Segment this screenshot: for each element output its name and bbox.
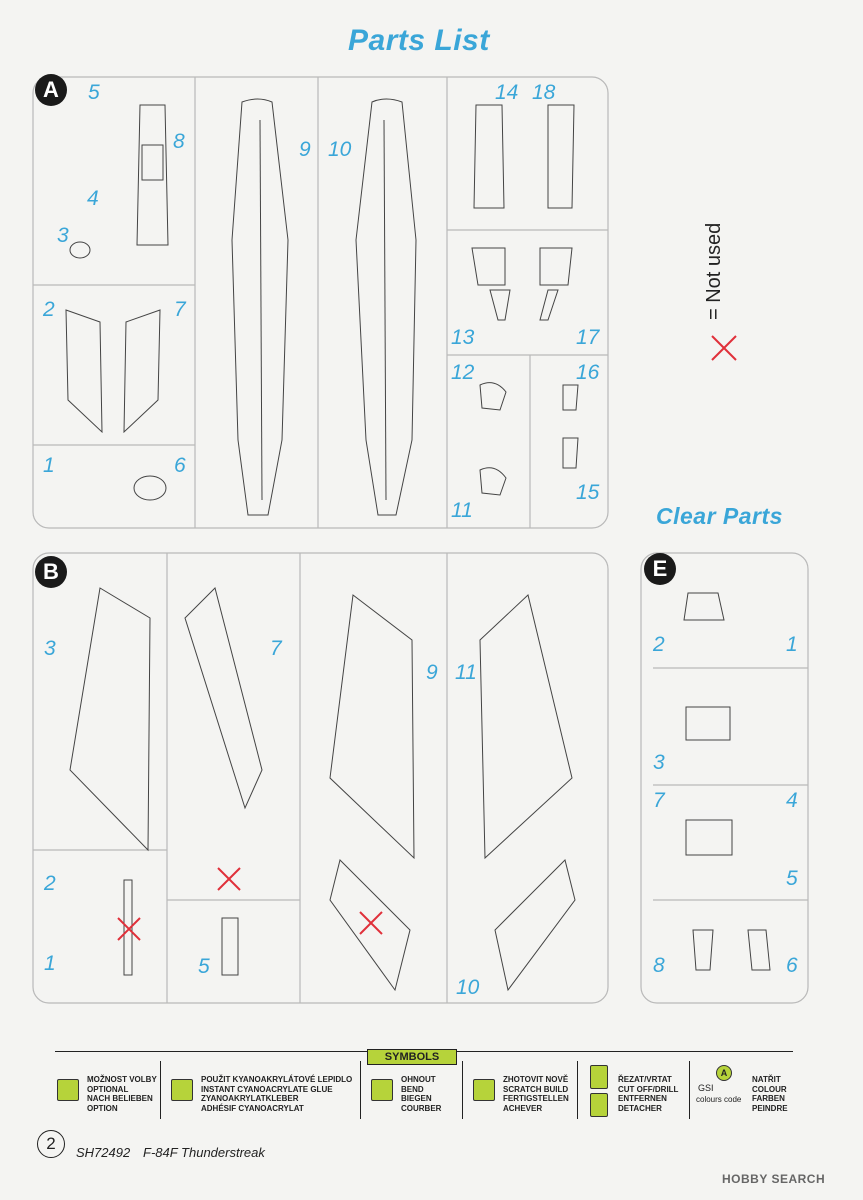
part-number: 10	[456, 976, 480, 999]
part-number: 5	[198, 955, 210, 978]
symbol-text: POUŽIT KYANOAKRYLÁTOVÉ LEPIDLO	[201, 1075, 353, 1084]
optional-icon	[57, 1079, 79, 1101]
footer-model: F-84F Thunderstreak	[143, 1145, 265, 1160]
bend-icon	[371, 1079, 393, 1101]
symbol-text: COURBER	[401, 1103, 442, 1113]
symbol-text: ZHOTOVIT NOVĚ	[503, 1075, 569, 1084]
part-number: 3	[653, 751, 665, 774]
gsi-circle-icon: A	[716, 1065, 732, 1081]
sprue-a-badge: A	[35, 74, 67, 106]
part-number: 7	[174, 298, 186, 321]
symbol-text: ENTFERNEN	[618, 1094, 667, 1103]
part-number: 9	[299, 138, 311, 161]
symbol-text: COLOUR	[752, 1084, 787, 1094]
page-title: Parts List	[348, 24, 490, 57]
part-number: 5	[88, 81, 100, 104]
symbol-text: PEINDRE	[752, 1103, 788, 1113]
part-number: 18	[532, 81, 556, 104]
symbol-text: ADHÉSIF CYANOACRYLAT	[201, 1103, 304, 1113]
symbol-text: BIEGEN	[401, 1094, 432, 1103]
symbol-text: NATŘIT	[752, 1075, 781, 1084]
symbol-text: FARBEN	[752, 1094, 785, 1103]
watermark: HOBBY SEARCH	[722, 1172, 826, 1186]
sprue-e-badge: E	[644, 553, 676, 585]
part-number: 15	[576, 481, 600, 504]
part-number: 8	[653, 954, 665, 977]
symbol-text: INSTANT CYANOACRYLATE GLUE	[201, 1084, 333, 1094]
part-number: 7	[270, 637, 282, 660]
symbol-text: FERTIGSTELLEN	[503, 1094, 569, 1103]
glue-drop-icon	[171, 1079, 193, 1101]
sprue-b-badge: B	[35, 556, 67, 588]
symbols-legend: SYMBOLS MOŽNOST VOLBY OPTIONAL NACH BELI…	[55, 1049, 793, 1127]
part-number: 2	[44, 872, 56, 895]
page-number: 2	[37, 1130, 65, 1158]
symbol-text: ŘEZAT/VRTAT	[618, 1075, 672, 1084]
not-used-label: = Not used	[703, 222, 725, 320]
part-number: 1	[44, 952, 56, 975]
part-number: 13	[451, 326, 475, 349]
footer-code: SH72492	[76, 1145, 131, 1160]
part-number: 1	[43, 454, 55, 477]
part-number: 2	[653, 633, 665, 656]
symbol-text: ACHEVER	[503, 1103, 543, 1113]
part-number: 2	[43, 298, 55, 321]
gsi-label: GSI	[698, 1083, 714, 1093]
drill-icon	[590, 1093, 608, 1117]
symbol-text: OPTION	[87, 1103, 118, 1113]
part-number: 9	[426, 661, 438, 684]
part-number: 10	[328, 138, 352, 161]
part-number: 7	[653, 789, 665, 812]
part-number: 16	[576, 361, 600, 384]
part-number: 8	[173, 130, 185, 153]
symbol-text: DETACHER	[618, 1103, 662, 1113]
symbol-text: SCRATCH BUILD	[503, 1084, 569, 1094]
clear-parts-title: Clear Parts	[656, 503, 783, 529]
part-number: 4	[87, 187, 99, 210]
symbol-text: OPTIONAL	[87, 1084, 129, 1094]
symbol-text: NACH BELIEBEN	[87, 1094, 153, 1103]
gsi-sub-label: colours code	[696, 1095, 742, 1104]
scratch-build-hand-icon	[473, 1079, 495, 1101]
symbol-text: BEND	[401, 1084, 424, 1094]
part-number: 5	[786, 867, 798, 890]
symbol-text: ZYANOAKRYLATKLEBER	[201, 1094, 299, 1103]
part-number: 4	[786, 789, 798, 812]
cut-off-icon	[590, 1065, 608, 1089]
part-number: 11	[455, 661, 477, 684]
symbols-header: SYMBOLS	[367, 1049, 457, 1065]
part-number: 17	[576, 326, 600, 349]
part-number: 11	[451, 499, 473, 522]
part-number: 6	[786, 954, 798, 977]
part-number: 3	[57, 224, 69, 247]
part-number: 6	[174, 454, 186, 477]
symbol-text: OHNOUT	[401, 1075, 436, 1084]
symbol-text: MOŽNOST VOLBY	[87, 1075, 157, 1084]
part-number: 3	[44, 637, 56, 660]
symbol-text: CUT OFF/DRILL	[618, 1084, 679, 1094]
part-number: 14	[495, 81, 519, 104]
part-number: 12	[451, 361, 475, 384]
part-number: 1	[786, 633, 798, 656]
